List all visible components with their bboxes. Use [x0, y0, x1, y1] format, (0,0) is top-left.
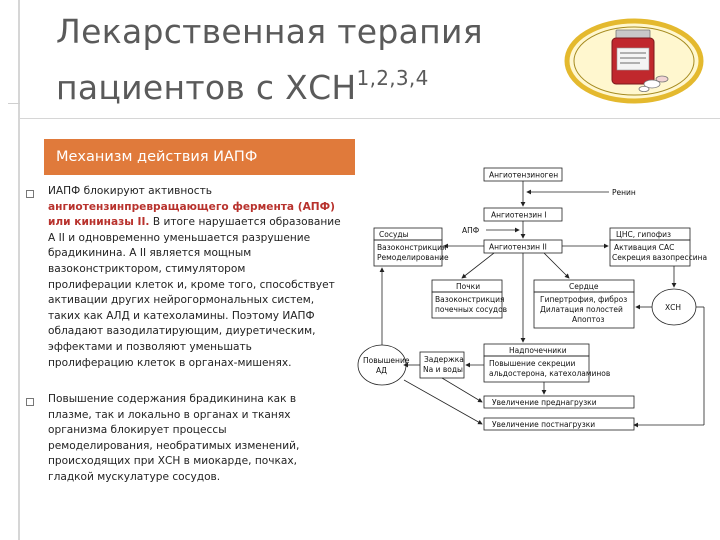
- diagram-heart-effect-3: Апоптоз: [572, 315, 604, 324]
- diagram-cns: ЦНС, гипофиз: [616, 230, 671, 239]
- bullet-paragraph-2: Повышение содержания брадикинина как в п…: [48, 392, 348, 486]
- bullet-marker-2: [26, 398, 34, 406]
- text-line: ремоделирования, необратимых изменений,: [48, 439, 300, 452]
- diagram-kidneys-effect-1: Вазоконстрикция: [435, 295, 505, 304]
- raas-mechanism-diagram: Ангиотензиноген Ренин Ангиотензин I АПФ …: [357, 167, 707, 431]
- title-references: 1,2,3,4: [356, 66, 429, 90]
- text-line: ИАПФ блокируют активность: [48, 185, 212, 197]
- diagram-sodium-2: Na и воды: [423, 365, 463, 374]
- text-line: плазме, так и локально в органах и тканя…: [48, 408, 291, 421]
- section-header: Механизм действия ИАПФ: [44, 139, 355, 175]
- text-line: происходящих при ХСН в миокарде, почках,: [48, 455, 298, 468]
- text-line: вазоконстриктором, стимулятором: [48, 262, 246, 275]
- diagram-angiotensin-2: Ангиотензин II: [489, 243, 547, 252]
- diagram-vessels-effect-1: Вазоконстрикция: [377, 243, 447, 252]
- bullet-paragraph-1: ИАПФ блокируют активность ангиотензинпре…: [48, 184, 358, 371]
- text-line: обладают вазодилатирующим, диуретическим…: [48, 325, 316, 338]
- slide-title: Лекарственная терапия пациентов с ХСН1,2…: [56, 8, 526, 111]
- diagram-apf: АПФ: [462, 226, 480, 235]
- text-line-highlight: ангиотензинпревращающего фермента (АПФ): [48, 200, 335, 213]
- bullet-marker-1: [26, 190, 34, 198]
- text-line: организма блокирует процессы: [48, 424, 227, 437]
- diagram-heart-effect-2: Дилатация полостей: [540, 305, 623, 314]
- diagram-adrenals-effect-1: Повышение секреции: [489, 359, 575, 368]
- diagram-cns-effect-1: Активация САС: [614, 243, 674, 252]
- left-tick-line: [8, 103, 20, 104]
- text-line: Повышение содержания брадикинина как в: [48, 393, 297, 405]
- title-line-1: Лекарственная терапия: [56, 12, 483, 51]
- diagram-adrenals: Надпочечники: [509, 346, 567, 355]
- text-line: пролиферацию клеток в органах-мишенях.: [48, 356, 292, 369]
- text-highlight: или кининазы II.: [48, 216, 150, 229]
- text-line: активации других нейрогормональных систе…: [48, 294, 315, 307]
- diagram-vessels: Сосуды: [379, 230, 409, 239]
- diagram-adrenals-effect-2: альдостерона, катехоламинов: [489, 369, 610, 378]
- diagram-raised-bp-1: Повышение: [363, 356, 410, 365]
- diagram-cns-effect-2: Секреция вазопрессина: [612, 253, 707, 262]
- diagram-sodium-1: Задержка: [424, 355, 464, 364]
- text-line: пролиферации клеток и, кроме того, спосо…: [48, 278, 335, 291]
- diagram-heart-effect-1: Гипертрофия, фиброз: [540, 295, 627, 304]
- title-divider: [20, 118, 720, 119]
- diagram-angiotensinogen: Ангиотензиноген: [489, 171, 558, 180]
- left-vertical-rule: [18, 0, 20, 540]
- text-line: таких как АЛД и катехоламины. Поэтому ИА…: [48, 309, 315, 322]
- diagram-kidneys: Почки: [456, 282, 480, 291]
- title-line-2: пациентов с ХСН: [56, 68, 357, 107]
- text-line: гладкой мускулатуре сосудов.: [48, 470, 221, 483]
- text-line: или кининазы II. В итоге нарушается обра…: [48, 215, 358, 231]
- diagram-chf: ХСН: [665, 303, 681, 312]
- diagram-afterload: Увеличение постнагрузки: [492, 420, 595, 429]
- text-line: А II и одновременно уменьшается разрушен…: [48, 231, 311, 244]
- text-run: В итоге нарушается образование: [149, 216, 341, 229]
- diagram-heart: Сердце: [569, 282, 599, 291]
- diagram-renin: Ренин: [612, 188, 636, 197]
- diagram-angiotensin-1: Ангиотензин I: [491, 211, 547, 220]
- text-line: эффектами и позволяют уменьшать: [48, 340, 252, 353]
- medicine-bottle-icon: [564, 18, 704, 104]
- diagram-kidneys-effect-2: почечных сосудов: [435, 305, 507, 314]
- diagram-vessels-effect-2: Ремоделирование: [377, 253, 449, 262]
- diagram-raised-bp-2: АД: [376, 366, 387, 375]
- text-line: брадикинина. А II является мощным: [48, 247, 252, 260]
- diagram-preload: Увеличение преднагрузки: [492, 398, 597, 407]
